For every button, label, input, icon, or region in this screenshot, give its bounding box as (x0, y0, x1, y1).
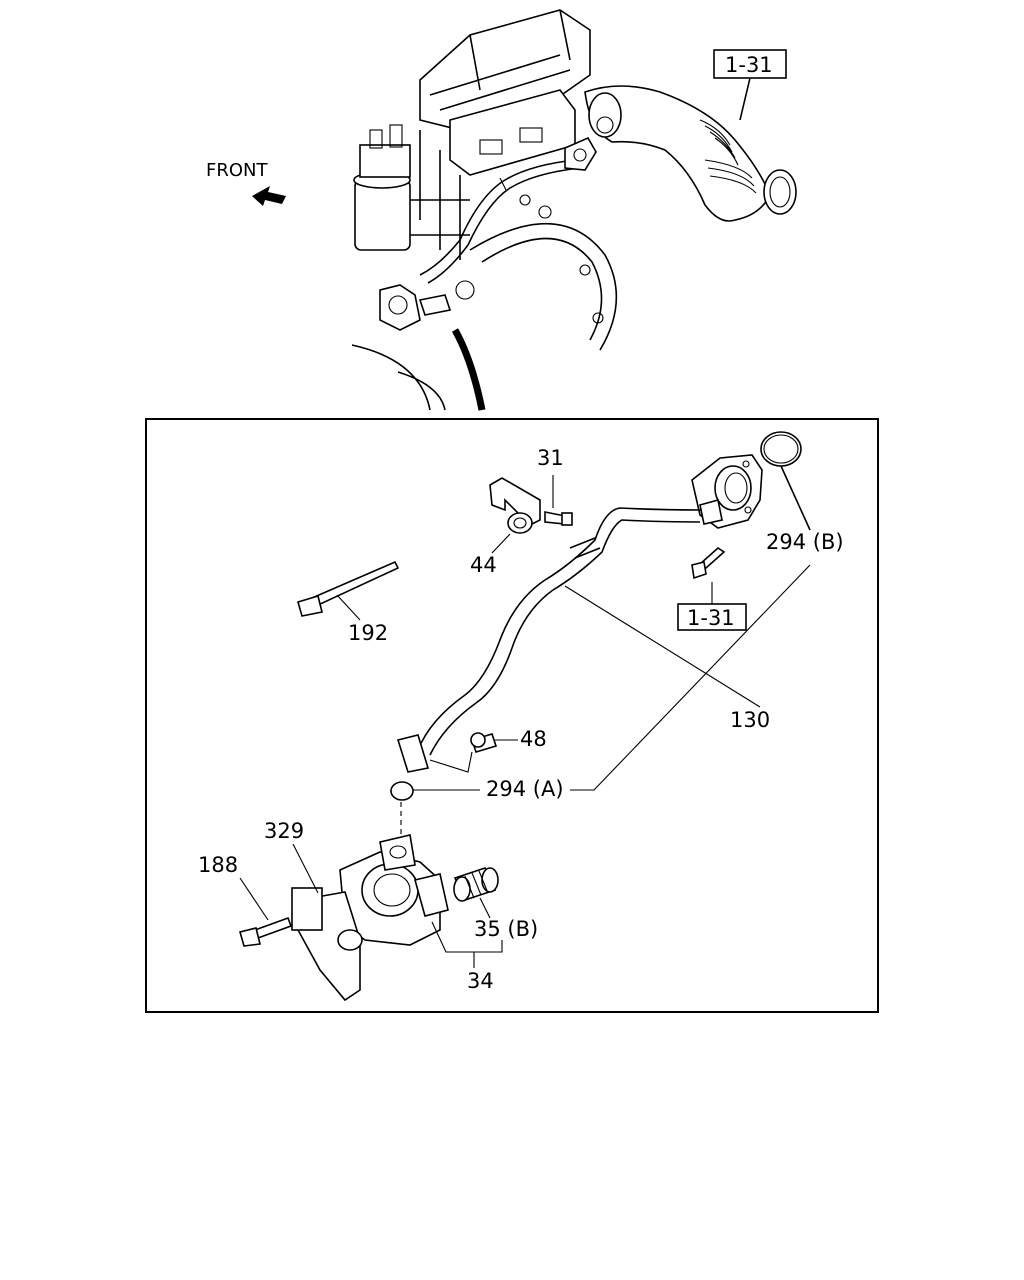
flange-bolt (691, 546, 726, 580)
callout-44: 44 (470, 553, 497, 577)
coolant-pipe (396, 507, 703, 773)
thermostat-housing (291, 834, 449, 1002)
nipple-35b (453, 867, 499, 902)
detail-reference-label: 1-31 (687, 606, 735, 630)
o-ring-a (390, 781, 414, 801)
overview-reference-label: 1-31 (725, 53, 773, 77)
detail-reference-box (677, 603, 747, 631)
callout-329: 329 (264, 819, 304, 843)
cable-tie (297, 560, 400, 617)
housing-bolt (239, 916, 293, 947)
air-intake-hose (584, 85, 797, 222)
front-label: FRONT (206, 160, 268, 181)
engine-overview (351, 9, 797, 411)
detail-frame (145, 418, 879, 1013)
callout-192: 192 (348, 621, 388, 645)
front-arrow-icon (252, 186, 286, 206)
thermostat-housing-overview (379, 280, 475, 331)
overview-reference-box: 1-31 (713, 49, 787, 79)
callout-48: 48 (520, 727, 547, 751)
fuel-filter (353, 124, 411, 251)
callout-35b: 35 (B) (474, 917, 538, 941)
callout-188: 188 (198, 853, 238, 877)
callout-130: 130 (730, 708, 770, 732)
water-outlet-overview (564, 136, 597, 171)
callout-34: 34 (467, 969, 494, 993)
pipe-bracket (489, 477, 541, 534)
callout-31: 31 (537, 446, 564, 470)
callout-294b: 294 (B) (766, 530, 844, 554)
bolt-48 (470, 732, 498, 753)
o-ring-b (760, 431, 802, 467)
callout-294a: 294 (A) (486, 777, 564, 801)
water-outlet-flange (691, 454, 763, 529)
bracket-bolt (544, 511, 573, 526)
